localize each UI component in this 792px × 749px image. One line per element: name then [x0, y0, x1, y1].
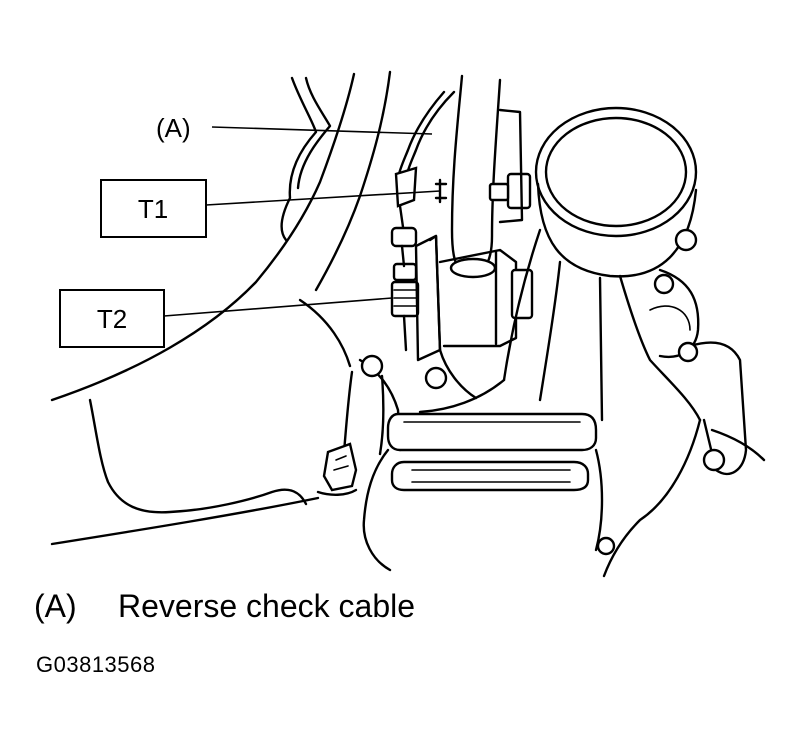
torque-box-t2-label: T2 — [97, 304, 127, 334]
legend-row: (A) Reverse check cable — [34, 588, 415, 625]
right-arm — [596, 341, 766, 578]
leader-t2 — [163, 297, 393, 317]
hose-pipe — [449, 74, 502, 279]
callout-leaders — [163, 126, 441, 317]
figure-code: G03813568 — [36, 652, 156, 677]
callout-a-label: (A) — [156, 113, 191, 143]
lower-left-clip — [316, 354, 385, 496]
leader-t1 — [205, 190, 441, 206]
torque-box-t1: T1 — [100, 179, 207, 238]
torque-box-t2: T2 — [59, 289, 165, 348]
legend-description: Reverse check cable — [118, 588, 416, 624]
t1-bolt — [434, 108, 532, 224]
torque-box-t1-label: T1 — [138, 194, 168, 224]
transmission-housing — [358, 348, 604, 572]
leader-a — [211, 126, 433, 135]
body-panel-outline — [50, 70, 392, 546]
reverse-check-cable — [390, 90, 456, 352]
cylinder-housing — [502, 106, 702, 422]
legend-key: (A) — [34, 588, 77, 624]
